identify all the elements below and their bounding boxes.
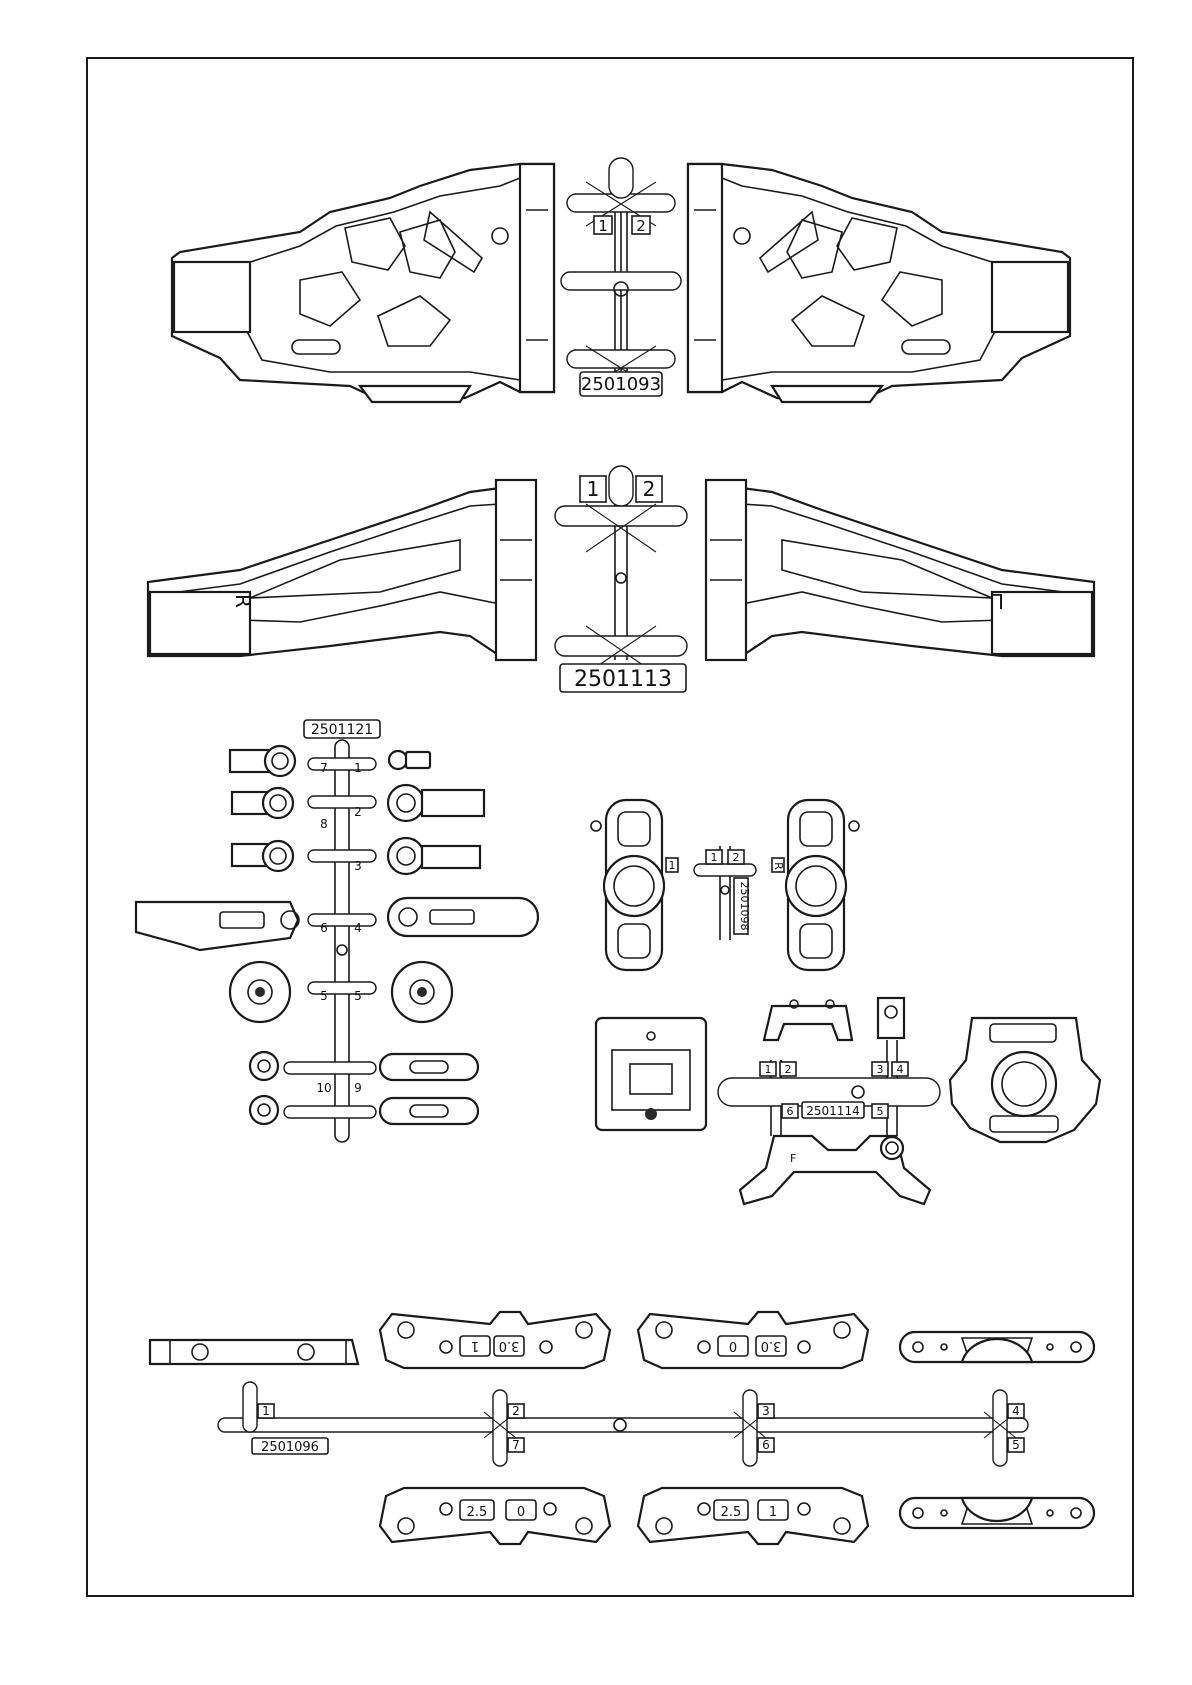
bulkhead-sprue-number-6: 6 — [787, 1105, 794, 1118]
rear-arm-side-mark-l: L — [992, 589, 1004, 613]
bulkhead-set-sprue: 1 2 3 4 6 5 2501114 F — [596, 998, 1100, 1204]
bulkhead-front — [596, 1018, 706, 1130]
front-arm-sprue: 1 2 2501093 — [561, 158, 681, 396]
bulkhead-sprue-number-3: 3 — [877, 1063, 884, 1076]
pivot-block-bottom-a: 2.5 0 — [380, 1488, 610, 1544]
hub-mark-r: R — [772, 862, 785, 870]
pivot-sprue-number-2: 2 — [512, 1404, 520, 1418]
rod-end-right-1 — [388, 785, 484, 821]
steering-arm-right — [388, 898, 538, 936]
pivot-block-bottom-b-mark-2: 1 — [769, 1505, 777, 1520]
link-right-1 — [380, 1054, 478, 1080]
link-right-2 — [380, 1098, 478, 1124]
rear-arm-left: R — [148, 480, 536, 660]
pivot-block-sprue: 1 3.0 0 3.0 — [150, 1312, 1094, 1544]
bulkhead-part-number: 2501114 — [806, 1104, 859, 1118]
bulkhead-sprue-number-1: 1 — [765, 1063, 772, 1076]
bulkhead-sprue-number-4: 4 — [897, 1063, 904, 1076]
rod-end-left-3 — [232, 841, 293, 871]
hub-left: 1 — [591, 800, 678, 970]
bulkhead-sprue-number-5: 5 — [877, 1105, 884, 1118]
hub-sprue: 1 R 1 2 2501098 — [591, 800, 859, 970]
front-arm-sprue-number-1: 1 — [598, 217, 608, 235]
pivot-block-flat-bottom — [900, 1498, 1094, 1528]
small-parts-sprue-number-6: 6 — [320, 921, 328, 935]
rear-arm-sprue: 1 2 2501113 — [555, 466, 687, 692]
shock-cup-left — [230, 962, 290, 1022]
hub-sprue-number-2: 2 — [733, 851, 740, 864]
pivot-block-bottom-a-mark-2: 0 — [517, 1505, 525, 1520]
small-parts-sprue-number-9: 9 — [354, 1081, 362, 1095]
brace-top — [764, 1000, 852, 1040]
small-block — [878, 998, 904, 1038]
pivot-block-top-a-mark-1: 1 — [471, 1338, 479, 1353]
pivot-sprue-number-5: 5 — [1012, 1438, 1020, 1452]
pivot-sprue-number-3: 3 — [762, 1404, 770, 1418]
pivot-block-part-number: 2501096 — [261, 1440, 319, 1455]
rear-arm-part-number: 2501113 — [574, 667, 672, 692]
pivot-block-top-b: 0 3.0 — [638, 1312, 868, 1368]
small-parts-sprue-number-5a: 5 — [320, 989, 328, 1003]
pivot-block-top-a-mark-2: 3.0 — [499, 1338, 520, 1353]
hub-part-number: 2501098 — [738, 882, 751, 931]
small-parts-sprue: 2501121 7 8 6 5 10 1 2 3 4 5 9 — [136, 720, 538, 1142]
small-parts-sprue-number-3: 3 — [354, 859, 362, 873]
small-parts-sprue-number-4: 4 — [354, 921, 362, 935]
pivot-block-top-b-mark-2: 3.0 — [761, 1338, 782, 1353]
front-arm-right — [688, 164, 1070, 402]
hub-sprue-number-1: 1 — [711, 851, 718, 864]
front-arm-left — [172, 164, 554, 402]
pivot-block-bottom-b: 2.5 1 — [638, 1488, 868, 1544]
brace-mark-f: F — [790, 1152, 796, 1165]
hub-right: R — [772, 800, 859, 970]
hub-mark-1: 1 — [669, 859, 676, 872]
pivot-block-bottom-a-mark-1: 2.5 — [467, 1505, 488, 1520]
pivot-sprue-number-6: 6 — [762, 1438, 770, 1452]
pivot-sprue-number-1: 1 — [262, 1404, 270, 1418]
small-parts-part-number: 2501121 — [311, 722, 373, 738]
front-arm-part-number: 2501093 — [581, 374, 661, 395]
bulkhead-rear — [950, 1018, 1100, 1142]
rod-end-right-2 — [388, 838, 480, 874]
rod-end-left-1 — [230, 746, 295, 776]
rear-arm-side-mark-r: R — [231, 594, 255, 608]
pivot-sprue-number-4: 4 — [1012, 1404, 1020, 1418]
small-parts-sprue-number-10: 10 — [316, 1081, 331, 1095]
small-parts-sprue-number-1: 1 — [354, 761, 362, 775]
rod-end-left-2 — [232, 788, 293, 818]
front-arm-sprue-number-2: 2 — [636, 217, 646, 235]
washer-left-1 — [250, 1052, 278, 1080]
small-parts-sprue-number-8: 8 — [320, 817, 328, 831]
pivot-sprue-number-7: 7 — [512, 1438, 520, 1452]
small-parts-sprue-number-2: 2 — [354, 805, 362, 819]
washer-left-2 — [250, 1096, 278, 1124]
small-parts-sprue-number-7: 7 — [320, 761, 328, 775]
bulkhead-sprue-number-2: 2 — [785, 1063, 792, 1076]
pivot-block-flat-top — [900, 1332, 1094, 1362]
rear-arm-right: L — [706, 480, 1094, 660]
shock-cup-right — [392, 962, 452, 1022]
small-parts-sprue-number-5b: 5 — [354, 989, 362, 1003]
pivot-block-bottom-b-mark-1: 2.5 — [721, 1505, 742, 1520]
rear-arm-sprue-number-1: 1 — [587, 477, 600, 501]
pivot-block-top-a: 1 3.0 — [380, 1312, 610, 1368]
steering-arm-left — [136, 902, 299, 950]
rear-arm-sprue-number-2: 2 — [643, 477, 656, 501]
ball-stud — [389, 751, 430, 769]
pivot-block-top-b-mark-1: 0 — [729, 1341, 737, 1356]
o-ring — [881, 1137, 903, 1159]
pivot-block-plain — [150, 1340, 358, 1364]
